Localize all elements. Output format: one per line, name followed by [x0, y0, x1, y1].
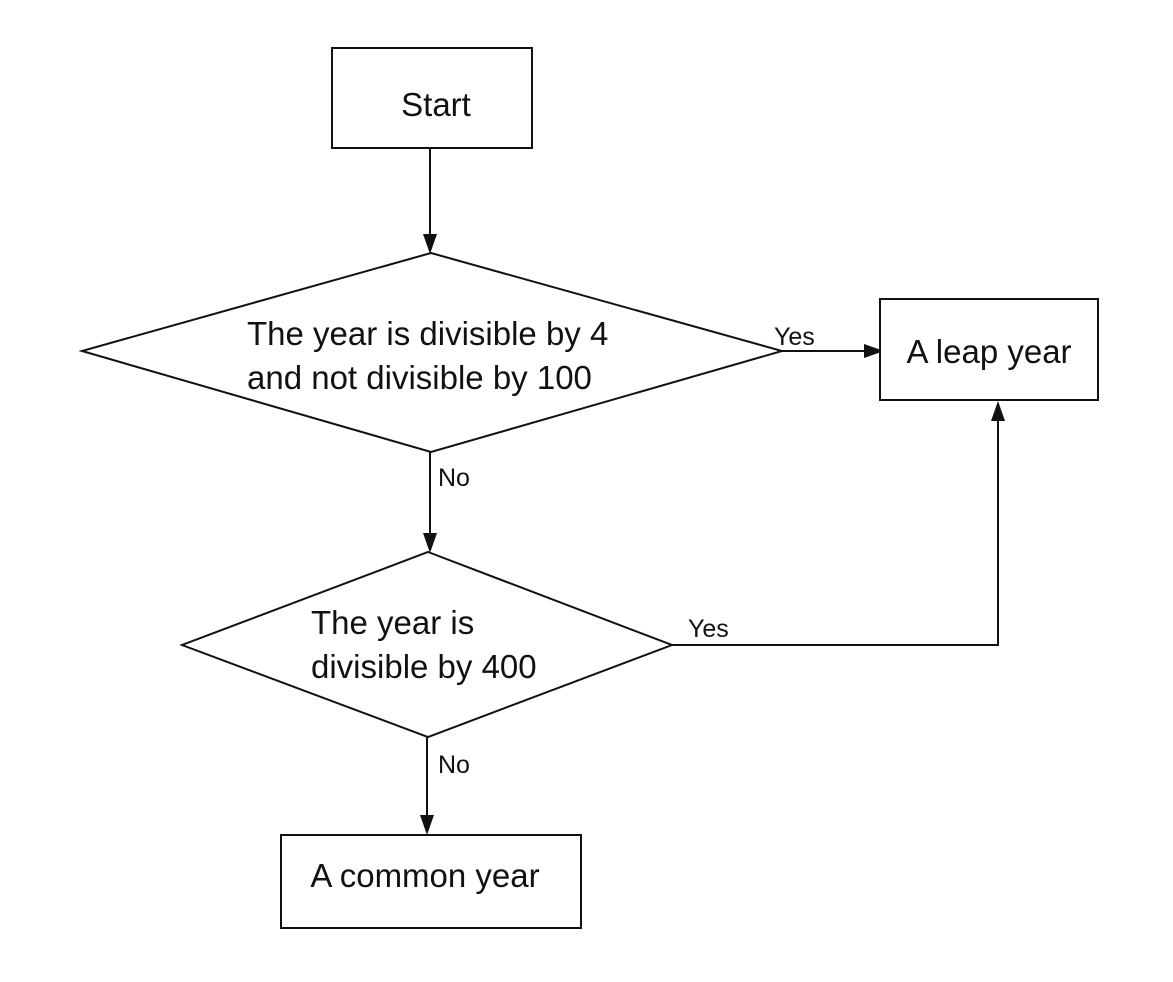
arrowhead-right: [864, 344, 884, 358]
edge-decision1-no: No: [423, 452, 470, 553]
common-year-box: [280, 834, 582, 929]
edge-decision2-no: No: [420, 737, 470, 835]
edge-decision2-yes: Yes: [672, 401, 1005, 646]
leap-year-label: A leap year: [906, 333, 1071, 370]
decision-label-line-1: The year is divisible by 4: [247, 315, 608, 352]
edge-label-no: No: [438, 464, 470, 492]
start-node: Start: [331, 47, 533, 149]
decision-diamond: [78, 251, 786, 454]
decision-divisible-by-4-not-100: The year is divisible by 4 and not divis…: [78, 251, 786, 454]
edge-label-yes: Yes: [688, 615, 729, 643]
decision-label-line-1: The year is: [311, 604, 474, 641]
edge-label-no: No: [438, 751, 470, 779]
start-box: [331, 47, 533, 149]
decision-divisible-by-400: The year is divisible by 400: [179, 550, 675, 739]
arrowhead-down: [423, 533, 437, 553]
edge-start-to-decision1: [423, 148, 437, 254]
decision-diamond: [179, 550, 675, 739]
arrowhead-down: [420, 815, 434, 835]
leap-year-node: A leap year: [879, 298, 1099, 401]
edge-decision1-yes: Yes: [774, 323, 884, 358]
start-label: Start: [401, 86, 471, 123]
decision-label-line-2: and not divisible by 100: [247, 359, 592, 396]
arrowhead-up: [991, 401, 1005, 421]
common-year-node: A common year: [280, 834, 582, 929]
leap-year-box: [879, 298, 1099, 401]
edge-label-yes: Yes: [774, 323, 815, 351]
common-year-label: A common year: [310, 857, 539, 894]
arrowhead-down: [423, 234, 437, 254]
decision-label-line-2: divisible by 400: [311, 648, 537, 685]
connector-line: [672, 418, 999, 646]
